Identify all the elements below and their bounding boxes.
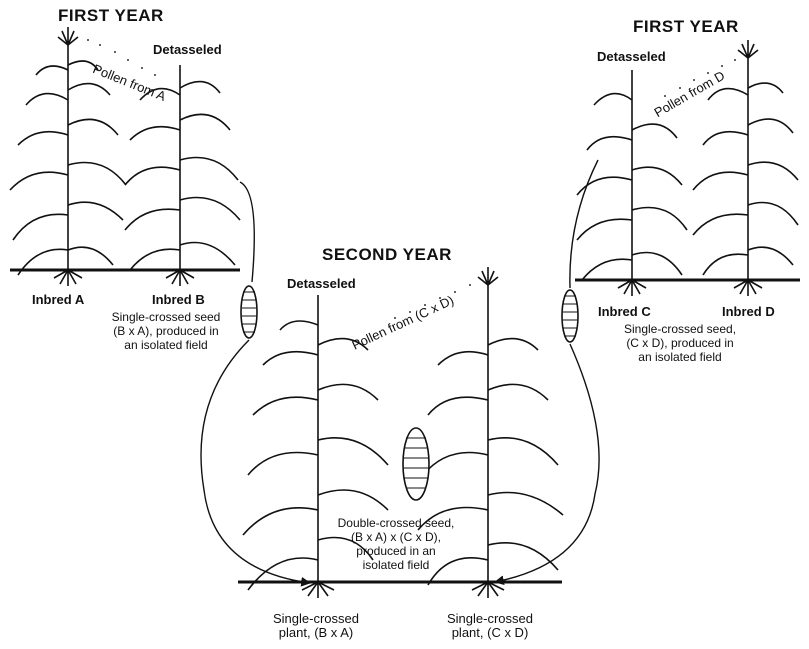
title-second-year: SECOND YEAR — [322, 245, 452, 264]
caption-plant-ba: Single-crossed plant, (B x A) — [256, 612, 376, 640]
label-inbred-c: Inbred C — [598, 304, 651, 319]
plant-inbred-b — [124, 65, 241, 286]
arrow-cd-to-center — [569, 159, 599, 289]
ear-single-cross-cd-icon — [561, 289, 579, 343]
plant-inbred-d — [692, 40, 799, 296]
label-detasseled-center: Detasseled — [287, 276, 356, 291]
caption-plant-cd-line1: Single-crossed — [447, 611, 533, 626]
label-detasseled-c: Detasseled — [597, 49, 666, 64]
caption-double-seed-line2: (B x A) x (C x D), — [351, 530, 441, 544]
caption-plant-ba-line1: Single-crossed — [273, 611, 359, 626]
pollen-dots-a — [87, 39, 156, 76]
caption-plant-cd: Single-crossed plant, (C x D) — [430, 612, 550, 640]
ear-single-cross-ba-icon — [240, 285, 258, 339]
pollen-dots-d — [664, 59, 736, 97]
plant-single-cross-ba — [242, 295, 389, 598]
arrow-ba-seed-to-plant — [200, 339, 311, 587]
arrow-cd-seed-to-plant — [494, 343, 600, 586]
caption-plant-cd-line2: plant, (C x D) — [451, 625, 529, 640]
caption-double-seed-line1: Double-crossed seed, — [337, 516, 455, 530]
label-inbred-b: Inbred B — [152, 292, 205, 307]
label-inbred-a: Inbred A — [32, 292, 85, 307]
caption-double-seed: Double-crossed seed, (B x A) x (C x D), … — [326, 516, 466, 572]
label-inbred-d: Inbred D — [722, 304, 775, 319]
caption-single-seed-cd-line2: (C x D), produced in — [626, 336, 734, 350]
caption-plant-ba-line2: plant, (B x A) — [278, 625, 354, 640]
plant-inbred-c — [576, 70, 688, 296]
caption-double-seed-line3: produced in an — [356, 544, 436, 558]
ear-double-cross-icon — [402, 427, 430, 501]
plant-inbred-a — [9, 27, 127, 286]
label-detasseled-b: Detasseled — [153, 42, 222, 57]
caption-single-seed-cd: Single-crossed seed, (C x D), produced i… — [610, 322, 750, 364]
arrow-ba-to-center — [239, 181, 255, 283]
caption-single-seed-ba-line1: Single-crossed seed — [111, 310, 221, 324]
caption-single-seed-cd-line1: Single-crossed seed, — [623, 322, 737, 336]
caption-single-seed-cd-line3: an isolated field — [638, 350, 722, 364]
caption-double-seed-line4: isolated field — [362, 558, 430, 572]
pollen-dots-cd — [394, 284, 471, 319]
caption-single-seed-ba: Single-crossed seed (B x A), produced in… — [96, 310, 236, 352]
caption-single-seed-ba-line2: (B x A), produced in — [113, 324, 219, 338]
title-first-year-right: FIRST YEAR — [633, 17, 739, 36]
title-first-year-left: FIRST YEAR — [58, 6, 164, 25]
caption-single-seed-ba-line3: an isolated field — [124, 338, 208, 352]
